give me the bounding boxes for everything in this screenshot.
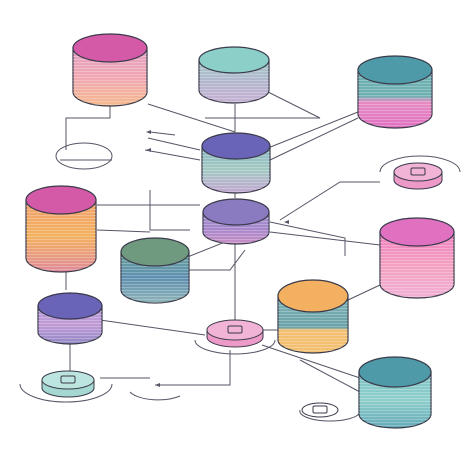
database-icon: [37, 292, 103, 320]
ring-outline: [19, 383, 113, 403]
arrow-icon: [284, 220, 289, 224]
connector: [96, 229, 151, 233]
connector: [99, 319, 206, 336]
disk-pink-center[interactable]: [206, 319, 264, 348]
database-icon: [202, 198, 270, 226]
ring-outline: [194, 339, 276, 355]
connector: [299, 359, 361, 393]
database-icon: [357, 55, 433, 85]
ring-outline: [55, 142, 113, 170]
connector: [149, 131, 176, 136]
database-icon: [379, 217, 455, 247]
connector: [269, 221, 346, 256]
connector: [261, 344, 361, 379]
db-indigo-center[interactable]: [201, 132, 271, 194]
ring-outlines: [19, 142, 461, 422]
db-pink-top-left[interactable]: [72, 33, 148, 107]
db-magenta-right[interactable]: [379, 217, 455, 299]
db-orange-center[interactable]: [277, 279, 349, 354]
connector: [269, 231, 381, 246]
connector: [205, 91, 321, 119]
ring-outline: [129, 391, 181, 401]
database-icon: [198, 46, 270, 74]
chip-icon: [227, 325, 243, 334]
arrowheads: [146, 130, 289, 387]
disk-outline-bottom[interactable]: [301, 402, 339, 418]
db-teal-top[interactable]: [198, 46, 270, 104]
chip-icon: [410, 167, 426, 176]
disk-teal-left[interactable]: [41, 370, 95, 398]
arrow-icon: [146, 130, 151, 134]
db-violet-center[interactable]: [202, 198, 270, 245]
database-icon: [358, 356, 432, 388]
connector: [184, 237, 236, 320]
connector: [149, 190, 190, 231]
db-teal-top-right[interactable]: [357, 55, 433, 129]
database-icon: [277, 279, 349, 313]
connector: [147, 103, 236, 133]
connector: [269, 117, 359, 161]
ring-outline: [379, 155, 461, 173]
database-icon: [120, 237, 190, 267]
connector: [279, 181, 380, 221]
database-icon: [72, 33, 148, 63]
chip-icon: [60, 375, 76, 384]
connector: [144, 149, 201, 161]
db-indigo-bottom-left[interactable]: [37, 292, 103, 345]
db-pink-left[interactable]: [25, 185, 97, 273]
db-teal-bottom-right[interactable]: [358, 356, 432, 429]
disk-icon: [301, 402, 339, 418]
database-icon: [25, 185, 97, 215]
disk-pink-right[interactable]: [393, 162, 443, 190]
database-icon: [201, 132, 271, 160]
arrow-icon: [146, 148, 151, 152]
chip-icon: [312, 405, 328, 414]
connector: [347, 284, 381, 301]
arrow-icon: [155, 383, 160, 387]
disk-icon: [393, 162, 443, 182]
connector: [267, 111, 359, 149]
connector: [188, 249, 246, 271]
ring-outline: [299, 409, 361, 422]
disk-icon: [41, 370, 95, 390]
connector: [155, 350, 231, 386]
connector: [147, 137, 201, 151]
disk-icon: [206, 319, 264, 341]
db-green-center[interactable]: [120, 237, 190, 304]
